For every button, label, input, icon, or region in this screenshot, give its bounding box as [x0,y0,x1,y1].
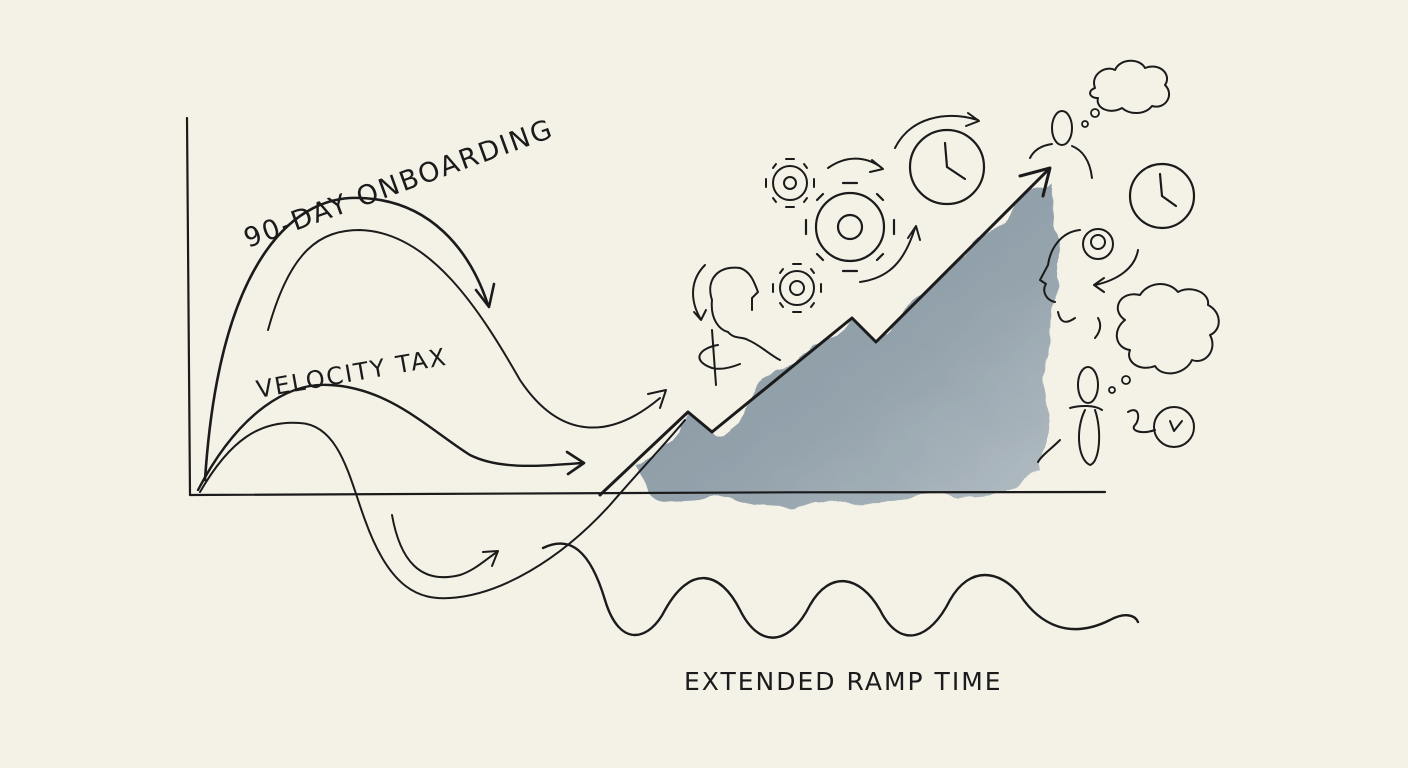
clock-icon [1153,406,1195,448]
medium-gear-icon [772,263,822,313]
ramp-wave [541,542,1140,639]
clock-icon [1128,162,1196,230]
rising-trend-arrow [598,166,1052,497]
chart-axes [185,116,1107,497]
watercolor-wash [640,180,1058,505]
rotation-arrow-icon [894,112,980,149]
gear-icons [765,157,921,313]
ramp-label: EXTENDED RAMP TIME [684,667,1003,696]
clock-icons [894,112,1196,448]
onboarding-label: 90-DAY ONBOARDING [240,114,558,255]
person-profile-icon [1039,228,1139,339]
thought-bubble-icon [1108,283,1220,394]
person-icon [692,264,781,386]
velocity-curve [196,383,686,600]
clock-icon [908,128,986,206]
small-gear-icon [765,158,815,208]
large-gear-icon [804,181,896,273]
onboarding-curves [203,196,667,482]
velocity-label: VELOCITY TAX [254,343,449,404]
seated-person-icon [1037,366,1103,466]
rotation-arrow-icon [859,225,921,283]
rotation-arrow-icon [827,157,884,173]
person-with-thought-bubble-icon [1029,59,1171,179]
people-icons [692,59,1220,466]
